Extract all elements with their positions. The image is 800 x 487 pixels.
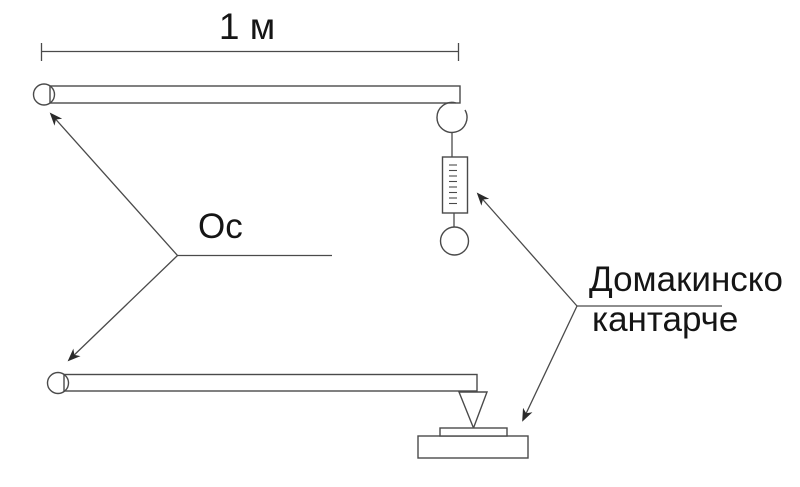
dimension-label: 1 м <box>219 6 275 47</box>
lower-rod-bar <box>63 373 478 392</box>
length-dimension: 1 м <box>40 6 460 61</box>
upper-rod-bar <box>49 85 461 104</box>
device-arrow-to-platform-scale <box>522 305 578 422</box>
axis-arrow-to-lower-pivot <box>67 255 178 362</box>
spring-scale-markings <box>449 164 457 205</box>
scale-plate <box>439 427 508 437</box>
pointer-cone <box>457 391 489 430</box>
household-scale-callout: Домакинско кантарче <box>476 192 783 422</box>
axis-arrow-to-upper-pivot <box>49 112 178 256</box>
scale-base <box>417 435 529 459</box>
lower-rod <box>46 371 478 395</box>
upper-rod <box>32 83 461 106</box>
axis-label: Ос <box>198 207 243 246</box>
upper-rod-pivot-ring <box>32 83 56 106</box>
device-arrow-to-spring-scale <box>476 192 578 307</box>
device-label-line1: Домакинско <box>589 260 783 299</box>
spring-scale-assembly <box>436 101 470 256</box>
lower-rod-pivot-ring <box>46 371 70 395</box>
pull-ring <box>439 226 470 256</box>
axis-callout: Ос <box>49 112 332 362</box>
platform-scale <box>417 391 529 459</box>
hook-icon <box>436 101 468 134</box>
